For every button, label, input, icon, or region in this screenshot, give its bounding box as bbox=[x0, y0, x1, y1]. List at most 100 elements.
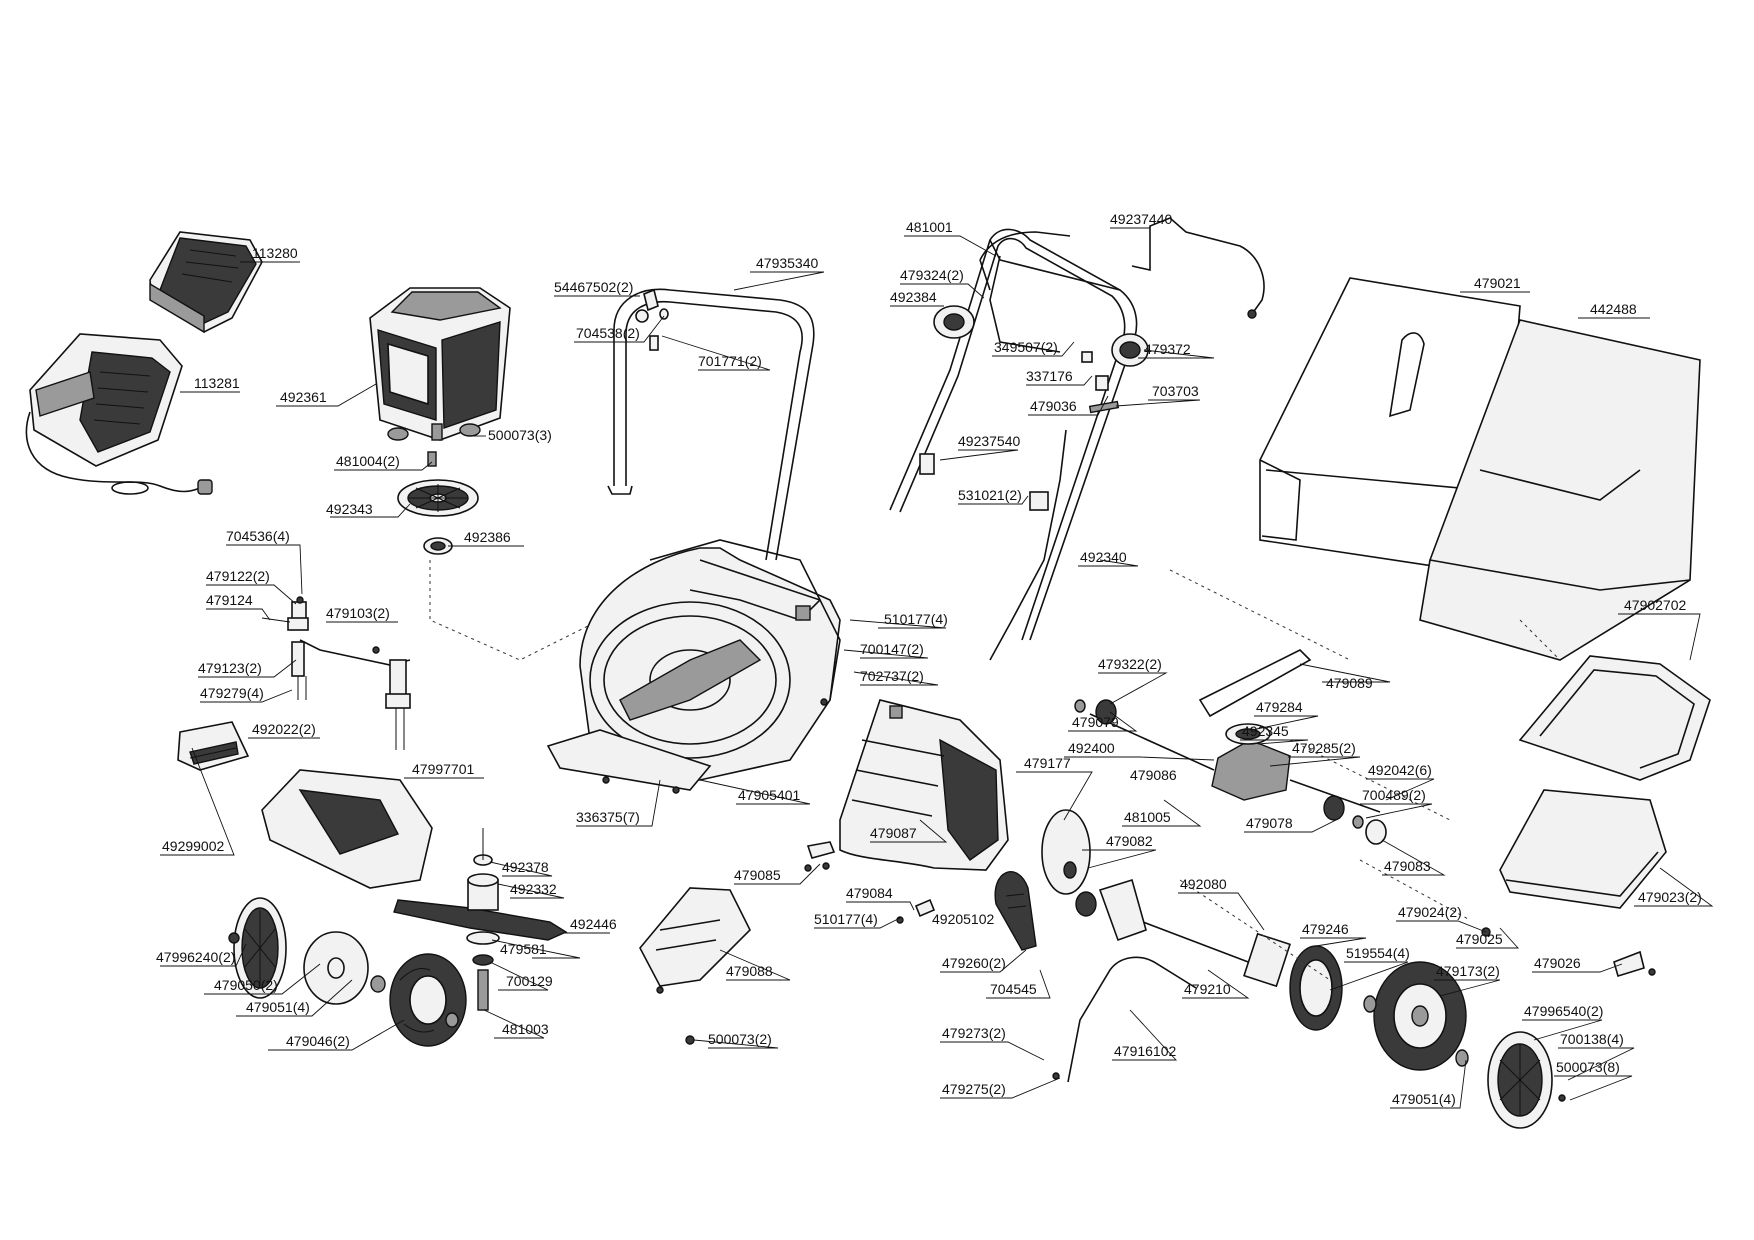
label-479372: 479372 bbox=[1144, 341, 1191, 357]
alignment-line bbox=[429, 560, 601, 661]
label-479021: 479021 bbox=[1474, 275, 1521, 291]
front-wheel-left bbox=[228, 897, 467, 1047]
label-481003: 481003 bbox=[502, 1021, 549, 1037]
label-704536-4: 704536(4) bbox=[226, 528, 290, 544]
label-492384: 492384 bbox=[890, 289, 937, 305]
rear-flap bbox=[839, 699, 1009, 871]
label-479246: 479246 bbox=[1302, 921, 1349, 937]
label-479260-2: 479260(2) bbox=[942, 955, 1006, 971]
alignment-line bbox=[1169, 569, 1561, 981]
label-700489-2: 700489(2) bbox=[1362, 787, 1426, 803]
mower-deck bbox=[546, 539, 841, 794]
label-479023-2: 479023(2) bbox=[1638, 889, 1702, 905]
label-510177-4b: 510177(4) bbox=[814, 911, 878, 927]
rear-axle bbox=[1121, 913, 1291, 988]
leader-lines bbox=[160, 227, 1714, 1109]
label-492361: 492361 bbox=[280, 389, 327, 405]
label-492345: 492345 bbox=[1242, 723, 1289, 739]
label-337176: 337176 bbox=[1026, 368, 1073, 384]
label-336375-7: 336375(7) bbox=[576, 809, 640, 825]
label-47902702: 47902702 bbox=[1624, 597, 1687, 613]
label-479089: 479089 bbox=[1326, 675, 1373, 691]
label-492080: 492080 bbox=[1180, 876, 1227, 892]
label-479284: 479284 bbox=[1256, 699, 1303, 715]
label-479036: 479036 bbox=[1030, 398, 1077, 414]
label-479024-2: 479024(2) bbox=[1398, 904, 1462, 920]
label-492332: 492332 bbox=[510, 881, 557, 897]
label-510177-4a: 510177(4) bbox=[884, 611, 948, 627]
handle-clamp bbox=[643, 288, 669, 320]
cable-guide bbox=[1111, 333, 1149, 367]
label-479085: 479085 bbox=[734, 867, 781, 883]
label-113280: 113280 bbox=[252, 245, 298, 261]
label-47996540-2: 47996540(2) bbox=[1524, 1003, 1603, 1019]
motor-housing bbox=[369, 287, 511, 441]
bail-lever bbox=[979, 231, 1071, 291]
height-adjust-linkage bbox=[261, 596, 411, 750]
label-479082: 479082 bbox=[1106, 833, 1153, 849]
label-479079: 479079 bbox=[1072, 714, 1119, 730]
lower-handle bbox=[607, 288, 815, 561]
label-479285-2: 479285(2) bbox=[1292, 740, 1356, 756]
rear-wheel-disc bbox=[1289, 945, 1343, 1031]
bracket-479085 bbox=[804, 841, 836, 872]
drive-lever bbox=[1131, 217, 1265, 319]
label-54467502-2: 54467502(2) bbox=[554, 279, 633, 295]
motor-fan-assembly bbox=[397, 451, 479, 555]
switch-box bbox=[933, 305, 975, 339]
label-481005: 481005 bbox=[1124, 809, 1171, 825]
rear-height-bar bbox=[1052, 956, 1197, 1083]
label-479322-2: 479322(2) bbox=[1098, 656, 1162, 672]
label-500073-3: 500073(3) bbox=[488, 427, 552, 443]
side-discharge-cover bbox=[261, 769, 433, 889]
gearbox bbox=[1074, 699, 1387, 845]
part-labels: 113280 113281 492361 500073(3) 481004(2)… bbox=[156, 211, 1702, 1107]
label-479122-2: 479122(2) bbox=[206, 568, 270, 584]
label-47905401: 47905401 bbox=[738, 787, 801, 803]
label-492386: 492386 bbox=[464, 529, 511, 545]
label-700147-2: 700147(2) bbox=[860, 641, 924, 657]
drive-cable bbox=[919, 351, 1120, 661]
label-704545: 704545 bbox=[990, 981, 1037, 997]
label-500073-2: 500073(2) bbox=[708, 1031, 772, 1047]
label-700129: 700129 bbox=[506, 973, 553, 989]
label-479025: 479025 bbox=[1456, 931, 1503, 947]
catcher-frame bbox=[1518, 655, 1711, 781]
battery-pack bbox=[149, 231, 263, 334]
label-479046-2: 479046(2) bbox=[286, 1033, 350, 1049]
label-113281: 113281 bbox=[194, 375, 240, 391]
rear-guard bbox=[1481, 789, 1667, 937]
label-479324-2: 479324(2) bbox=[900, 267, 964, 283]
label-47996240-2: 47996240(2) bbox=[156, 949, 235, 965]
label-479581: 479581 bbox=[500, 941, 547, 957]
label-47997701: 47997701 bbox=[412, 761, 475, 777]
label-479078: 479078 bbox=[1246, 815, 1293, 831]
label-479173-2: 479173(2) bbox=[1436, 963, 1500, 979]
label-492446: 492446 bbox=[570, 916, 617, 932]
label-492378: 492378 bbox=[502, 859, 549, 875]
label-479086: 479086 bbox=[1130, 767, 1177, 783]
rear-wheel-right bbox=[1363, 961, 1469, 1071]
label-703703: 703703 bbox=[1152, 383, 1199, 399]
label-479279-4: 479279(4) bbox=[200, 685, 264, 701]
label-349507-2: 349507(2) bbox=[994, 339, 1058, 355]
label-479087: 479087 bbox=[870, 825, 917, 841]
label-519554-4: 519554(4) bbox=[1346, 945, 1410, 961]
rear-wheel-hub-left bbox=[1041, 809, 1147, 942]
rear-hubcap bbox=[1487, 1031, 1566, 1129]
label-479084: 479084 bbox=[846, 885, 893, 901]
label-479088: 479088 bbox=[726, 963, 773, 979]
label-479026: 479026 bbox=[1534, 955, 1581, 971]
bracket-479026 bbox=[1613, 950, 1656, 978]
label-500073-8: 500073(8) bbox=[1556, 1059, 1620, 1075]
blade-assembly bbox=[393, 828, 568, 1011]
height-adjust-lever bbox=[994, 871, 1037, 951]
label-479083: 479083 bbox=[1384, 858, 1431, 874]
label-47916102: 47916102 bbox=[1114, 1043, 1177, 1059]
label-701771-2: 701771(2) bbox=[698, 353, 762, 369]
label-492340: 492340 bbox=[1080, 549, 1127, 565]
label-479050-2: 479050(2) bbox=[214, 977, 278, 993]
label-49299002: 49299002 bbox=[162, 838, 225, 854]
battery-charger bbox=[25, 333, 213, 495]
